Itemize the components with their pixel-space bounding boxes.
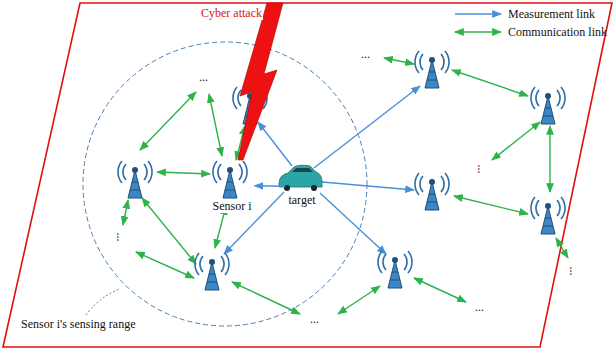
node-label: target (287, 193, 316, 207)
range-label: Sensor i's sensing range (20, 317, 136, 331)
ellipsis-box: ... (474, 300, 485, 314)
legend-text: Communication link (508, 25, 607, 40)
legend: Measurement linkCommunication link (452, 5, 607, 41)
communication-links (123, 58, 568, 314)
ellipsis-box: ... (198, 70, 209, 84)
target-node: target (285, 165, 318, 208)
legend-arrow (455, 31, 501, 32)
leader-line (86, 289, 119, 315)
sensor-node: Sensor i (210, 157, 255, 214)
ellipsis: ... (198, 70, 209, 84)
measurement-link (255, 185, 286, 187)
ellipsis: ... (567, 266, 581, 277)
ellipsis-box: ... (360, 47, 371, 61)
attack-label: Cyber attack (200, 6, 263, 20)
legend-arrow (455, 13, 501, 14)
sensing-range (83, 42, 367, 326)
plane-outline (3, 3, 612, 347)
legend-text: Measurement link (508, 7, 595, 22)
sensor-towers (118, 51, 565, 290)
attack-label-box: Cyber attack (200, 6, 263, 20)
range-label-box: Sensor i's sensing range (20, 317, 136, 331)
legend-row: Communication link (452, 23, 607, 41)
ellipsis: ... (360, 47, 371, 61)
ellipsis: ... (309, 312, 320, 326)
legend-sample (452, 26, 504, 38)
legend-row: Measurement link (452, 5, 607, 23)
ellipsis-box: ... (309, 312, 320, 326)
ellipsis-box: ... (114, 232, 128, 243)
ellipsis: ... (474, 300, 485, 314)
ellipsis-box: ... (475, 164, 489, 175)
target-car (279, 165, 322, 191)
ellipsis-box: ... (567, 266, 581, 277)
ellipsis: ... (114, 232, 128, 243)
ellipsis: ... (475, 164, 489, 175)
lightning-bolt (238, 3, 283, 160)
legend-sample (452, 8, 504, 20)
node-label: Sensor i (212, 199, 253, 213)
